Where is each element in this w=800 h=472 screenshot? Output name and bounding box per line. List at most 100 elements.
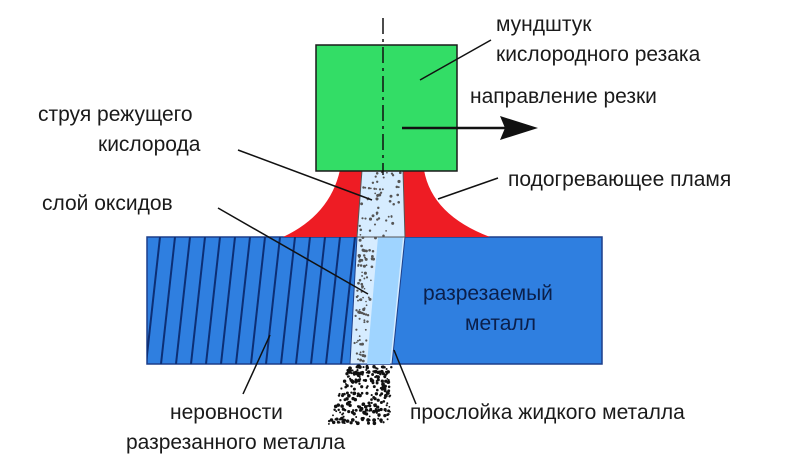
jet-particle (391, 221, 395, 225)
slag-particle (376, 398, 380, 402)
slag-particle (329, 418, 334, 422)
jet-particle (357, 358, 360, 361)
slag-particle (381, 385, 385, 389)
jet-particle (392, 203, 395, 206)
slag-particle (367, 401, 371, 405)
jet-particle (374, 236, 377, 240)
jet-particle (361, 217, 364, 220)
jet-particle (374, 175, 377, 178)
slag-particle (360, 391, 364, 395)
slag-particle (382, 400, 386, 403)
jet-particle (357, 339, 359, 342)
roughness-stripes (147, 237, 356, 364)
jet-particle (357, 254, 361, 258)
slag-particle (377, 414, 380, 417)
slag-particle (384, 373, 387, 377)
jet-particle (363, 271, 367, 275)
slag-particle (344, 385, 348, 389)
jet-particle (377, 217, 381, 220)
liquid-layer-label: прослойка жидкого металла (410, 401, 685, 424)
slag-particle (332, 414, 334, 417)
slag-particle (356, 392, 360, 396)
metal-label-line2: металл (465, 312, 536, 335)
slag-particle (372, 385, 376, 389)
roughness-stripe (280, 237, 296, 364)
slag-particle (365, 391, 369, 395)
roughness-stripe (147, 237, 161, 364)
slag-particle (366, 421, 371, 425)
jet-particle (379, 191, 383, 194)
jet-particle (390, 215, 393, 218)
roughness-label-line1: неровности (170, 401, 283, 424)
jet-particle (361, 311, 364, 315)
slag-particle (365, 368, 368, 372)
jet-particle (381, 188, 384, 191)
jet-particle (363, 321, 366, 324)
jet-particle (360, 202, 364, 206)
slag-particle (340, 404, 344, 408)
jet-particle (363, 287, 366, 290)
slag-particle (385, 404, 388, 407)
slag-particle (355, 421, 358, 424)
jet-particle (361, 287, 363, 289)
slag-particle (386, 380, 391, 384)
slag-particle (386, 402, 389, 405)
slag-particle (390, 365, 393, 369)
slag-particle (368, 404, 372, 408)
roughness-stripe (340, 237, 356, 364)
jet-particle (370, 265, 374, 269)
slag-particle (370, 409, 373, 412)
slag-particle (368, 415, 371, 418)
slag-particle (381, 382, 385, 387)
slag-particle (371, 373, 375, 376)
slag-particle (375, 379, 378, 383)
jet-particle (364, 217, 367, 220)
jet-particle (399, 171, 402, 174)
leader-nozzle (419, 39, 492, 81)
jet-particle (365, 264, 368, 267)
slag-particle (360, 385, 364, 389)
slag-particle (347, 410, 351, 414)
slag-particle (375, 388, 379, 392)
slag-particle (370, 401, 373, 404)
jet-particle (365, 304, 368, 307)
slag-particle (377, 417, 380, 420)
slag-particle (346, 375, 350, 378)
jet-particle (365, 300, 367, 303)
slag-particle (376, 405, 380, 409)
slag-particle (380, 392, 384, 396)
heating-flame-left (283, 170, 362, 237)
slag-particle (358, 365, 362, 369)
jet-particle (359, 233, 362, 236)
slag-particle (342, 415, 345, 418)
jet-particle (385, 219, 388, 222)
leader-flame (437, 177, 499, 200)
jet-label-line1: струя режущего (38, 103, 193, 126)
slag-particle (351, 369, 354, 372)
slag-particle (387, 385, 391, 389)
jet-particle (376, 180, 379, 183)
slag-particle (383, 413, 387, 418)
slag-particle (380, 421, 382, 424)
slag-particle (388, 405, 391, 408)
slag-particle (362, 410, 366, 415)
jet-particle (373, 187, 376, 190)
jet-particle (368, 248, 371, 252)
slag-particle (362, 366, 365, 369)
slag-particle (382, 421, 385, 424)
jet-particles (353, 170, 402, 363)
slag-particle (387, 391, 390, 395)
slag-particle (341, 407, 345, 411)
slag-particle (345, 419, 350, 423)
slag-particle (342, 379, 347, 383)
slag-particle (343, 392, 346, 396)
slag-particle (327, 419, 331, 423)
slag-particle (351, 411, 355, 415)
jet-particle (353, 341, 356, 345)
jet-particle (363, 319, 366, 322)
slag-particle (385, 367, 388, 371)
slag-particle (387, 389, 391, 393)
jet-particle (370, 279, 372, 282)
jet-particle (389, 194, 393, 198)
slag-particle (364, 412, 369, 416)
